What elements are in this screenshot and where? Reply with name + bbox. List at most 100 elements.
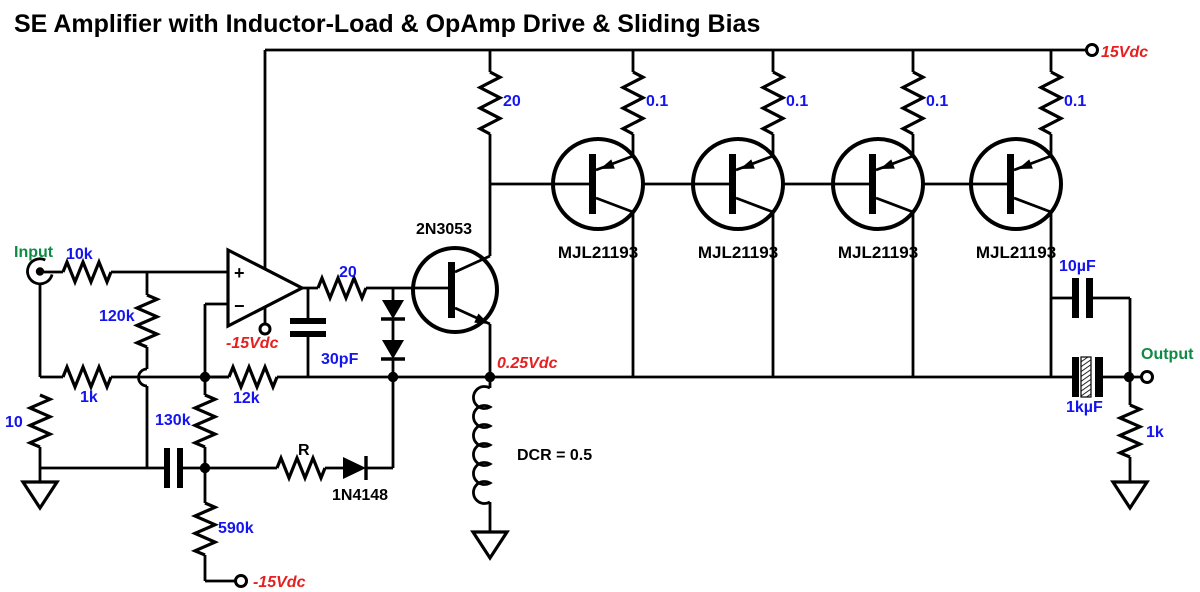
transistor-mjl21193-4-base-bar — [1007, 154, 1014, 214]
input-label: Input — [14, 244, 54, 261]
r-input-value: 10k — [66, 246, 93, 263]
r-ground-value: 10 — [5, 414, 23, 431]
page-title: SE Amplifier with Inductor-Load & OpAmp … — [14, 10, 760, 38]
ground-icon-load — [1110, 480, 1150, 511]
transistor-mjl21193-1-base-bar — [589, 154, 596, 214]
r-load-value: 1k — [1146, 424, 1164, 441]
resistor-12k-feedback — [227, 362, 279, 392]
output-label: Output — [1141, 346, 1194, 363]
junction-dot — [484, 371, 496, 383]
opamp-vminus-terminal-icon — [258, 322, 272, 336]
r-base-value: 20 — [339, 264, 357, 281]
npn-emitter-arrow-icon — [474, 313, 489, 324]
q-output-1-label: MJL21193 — [558, 243, 638, 262]
resistor-10-ground — [25, 393, 55, 449]
wire-emitter-stubs — [631, 134, 1053, 156]
resistor-20-base — [316, 273, 368, 303]
q-output-2-label: MJL21193 — [698, 243, 778, 262]
transistor-mjl21193-2-base-bar — [729, 154, 736, 214]
capacitor-10uf-plate — [1086, 278, 1093, 318]
pnp-emitter-arrow-icon — [740, 159, 755, 169]
diode-bias-2-icon — [382, 340, 404, 359]
q-output-4-label: MJL21193 — [976, 243, 1056, 262]
wire-hop — [137, 367, 148, 388]
wire-collector-drops — [631, 212, 1053, 377]
wire-inverting-input — [203, 302, 228, 377]
input-jack-ring — [26, 257, 54, 286]
wire-input-return — [38, 283, 229, 379]
capacitor-0.68uf-plate — [177, 448, 183, 488]
vcc-label: 15Vdc — [1101, 44, 1148, 61]
resistor-0.1-emitter-1 — [619, 70, 647, 136]
output-transistors — [490, 137, 1063, 231]
pnp-emitter-arrow-icon — [600, 159, 615, 169]
junction-dot — [199, 371, 211, 383]
terminals — [234, 43, 1154, 588]
q-output-3-label: MJL21193 — [838, 243, 918, 262]
transistor-2n3053-base-bar — [448, 262, 455, 318]
resistor-120k-shunt — [132, 293, 162, 349]
diode-1n4148-icon — [343, 457, 366, 479]
resistor-590k-bias-lower — [190, 501, 220, 557]
q-driver-label: 2N3053 — [416, 221, 472, 238]
capacitor-30pf-plate — [290, 331, 326, 337]
diode-bias-1-icon — [382, 300, 404, 319]
opamp-minus-pin: − — [234, 296, 245, 316]
ground-icon-inductor — [470, 530, 510, 561]
pnp-emitter-arrow-icon — [880, 159, 895, 169]
r-feedback-value: 12k — [233, 390, 260, 407]
capacitor-1kuf-hatch — [1080, 356, 1092, 398]
capacitor-1kuf-plate — [1095, 357, 1103, 397]
capacitor-0.68uf-plate — [164, 448, 170, 488]
resistors — [25, 70, 1145, 557]
grounds — [20, 480, 1150, 561]
inductor-dcr-label: DCR = 0.5 — [517, 447, 592, 464]
vee-opamp-label: -15Vdc — [226, 335, 279, 352]
opamp-plus-pin: + — [234, 263, 245, 283]
capacitor-10uf-plate — [1072, 278, 1079, 318]
vee-bias-terminal-icon — [234, 574, 248, 588]
wire-bias-column — [203, 377, 235, 583]
c-comp-value: 30pF — [321, 351, 359, 368]
vout-dc-label: 0.25Vdc — [497, 355, 558, 372]
r-emitter-3-value: 0.1 — [926, 93, 948, 110]
ground-icon-input — [20, 480, 60, 511]
resistor-10k-input — [61, 257, 113, 287]
inductor-coil-icon — [472, 385, 493, 505]
resistor-r-slide — [275, 453, 327, 483]
capacitor-30pf-plate — [290, 318, 326, 324]
resistor-20-collector — [476, 70, 504, 136]
capacitors — [164, 278, 1103, 488]
wire-slide-bias — [205, 377, 395, 470]
junction-dot — [387, 371, 399, 383]
resistor-0.1-emitter-3 — [899, 70, 927, 136]
diodes — [343, 300, 405, 480]
wire-film-cap-branch — [1051, 296, 1132, 377]
capacitor-1kuf-plate — [1072, 357, 1079, 397]
c-output-film-value: 10µF — [1059, 258, 1096, 275]
transistor-2n3053-symbol — [411, 246, 499, 334]
junction-dots — [199, 371, 1135, 474]
d-slide-label: 1N4148 — [332, 487, 388, 504]
r-collector-value: 20 — [503, 93, 521, 110]
pnp-emitter-arrow-icon — [1018, 159, 1033, 169]
resistor-130k-bias-upper — [190, 393, 220, 449]
r-emitter-1-value: 0.1 — [646, 93, 668, 110]
vee-bias-label: -15Vdc — [253, 574, 306, 591]
r-slide-label: R — [298, 442, 310, 459]
r-bias-upper-value: 130k — [155, 412, 191, 429]
transistor-mjl21193-3-base-bar — [869, 154, 876, 214]
r-fb-ground-value: 1k — [80, 389, 98, 406]
r-bias-lower-value: 590k — [218, 520, 254, 537]
wire-rail-stubs — [488, 50, 1053, 72]
resistor-1k-load — [1115, 403, 1145, 459]
opamp-symbol: + − — [226, 247, 306, 336]
resistor-1k-feedback-ground — [61, 362, 113, 392]
input-jack-tip — [35, 267, 45, 276]
resistor-0.1-emitter-2 — [759, 70, 787, 136]
r-shunt-value: 120k — [99, 308, 135, 325]
r-emitter-2-value: 0.1 — [786, 93, 808, 110]
junction-dot — [199, 462, 211, 474]
